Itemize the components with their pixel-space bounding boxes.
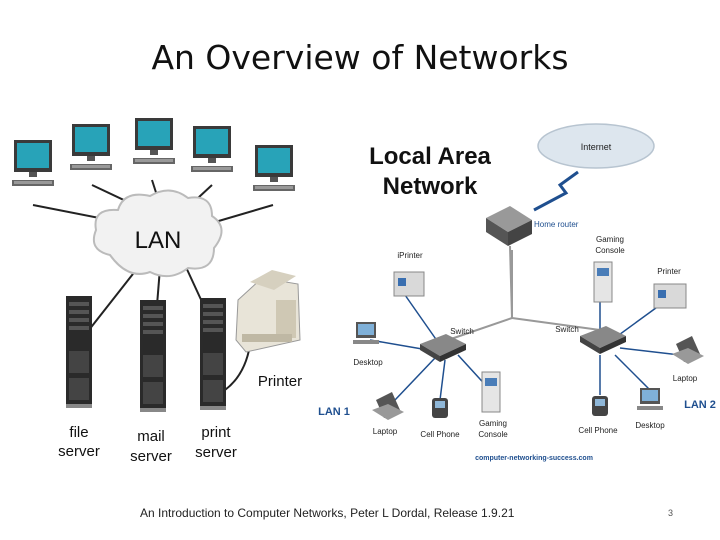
switch-right-label: Switch bbox=[555, 325, 579, 334]
lan2-label: LAN 2 bbox=[684, 399, 716, 411]
workstation-icon bbox=[70, 124, 112, 170]
gaming-console-bottom-label-1: Gaming bbox=[479, 419, 507, 428]
print-server-label-1: print bbox=[201, 424, 231, 441]
gaming-console-top-label-1: Gaming bbox=[596, 235, 624, 244]
laptop-right-icon bbox=[672, 336, 704, 364]
lan-links-right bbox=[447, 245, 601, 341]
gaming-console-bottom-icon bbox=[481, 371, 501, 413]
page-number: 3 bbox=[668, 508, 674, 518]
file-server-label-1: file bbox=[69, 424, 88, 441]
iprinter-label: iPrinter bbox=[397, 251, 423, 260]
mail-server-icon bbox=[140, 300, 166, 412]
right-lan-diagram: Local Area Network Internet Home router bbox=[318, 123, 716, 462]
internet-link bbox=[533, 170, 579, 212]
workstation-icon bbox=[191, 126, 233, 172]
gaming-console-bottom-label-2: Console bbox=[478, 430, 508, 439]
cellphone-right-icon bbox=[592, 396, 608, 416]
printer-right-icon bbox=[653, 283, 687, 309]
home-router-icon bbox=[486, 206, 532, 246]
desktop-left-icon bbox=[353, 322, 379, 344]
desktop-right-label: Desktop bbox=[635, 421, 665, 430]
iprinter-icon bbox=[393, 271, 425, 297]
home-router-label: Home router bbox=[534, 220, 579, 229]
printer-icon bbox=[235, 270, 301, 353]
page-title: An Overview of Networks bbox=[151, 38, 569, 77]
laptop-left-icon bbox=[372, 392, 404, 420]
footer-citation: An Introduction to Computer Networks, Pe… bbox=[140, 506, 515, 520]
gaming-console-top-icon bbox=[593, 261, 613, 303]
internet-label: Internet bbox=[581, 142, 612, 152]
print-server-label-2: server bbox=[195, 444, 237, 461]
cellphone-left-label: Cell Phone bbox=[420, 430, 460, 439]
printer-right-label: Printer bbox=[657, 267, 681, 276]
print-server-icon bbox=[200, 298, 226, 410]
lan1-label: LAN 1 bbox=[318, 406, 350, 418]
mail-server-label-2: server bbox=[130, 448, 172, 465]
lan-heading-line-2: Network bbox=[383, 173, 478, 200]
website-label: computer-networking-success.com bbox=[475, 455, 593, 462]
mail-server-label-1: mail bbox=[137, 428, 165, 445]
lan-heading-line-1: Local Area bbox=[369, 143, 491, 170]
laptop-right-label: Laptop bbox=[673, 374, 698, 383]
file-server-label-2: server bbox=[58, 443, 100, 460]
workstation-icon bbox=[133, 118, 175, 164]
gaming-console-top-label-2: Console bbox=[595, 246, 625, 255]
file-server-icon bbox=[66, 296, 92, 408]
workstation-icon bbox=[253, 145, 295, 191]
cellphone-left-icon bbox=[432, 398, 448, 418]
lan-cloud: LAN bbox=[92, 189, 223, 278]
printer-label: Printer bbox=[258, 373, 302, 390]
desktop-left-label: Desktop bbox=[353, 358, 383, 367]
lan-cloud-label: LAN bbox=[135, 227, 182, 254]
switch-left-label: Switch bbox=[450, 327, 474, 336]
laptop-left-label: Laptop bbox=[373, 427, 398, 436]
cellphone-right-label: Cell Phone bbox=[578, 426, 618, 435]
left-lan-diagram: LAN file server mail server print server… bbox=[12, 118, 302, 465]
internet-cloud: Internet bbox=[537, 123, 655, 169]
switch-right-icon bbox=[580, 326, 626, 354]
lan-links-devices bbox=[369, 294, 681, 401]
desktop-right-icon bbox=[637, 388, 663, 410]
workstation-icon bbox=[12, 140, 54, 186]
switch-left-icon bbox=[420, 334, 466, 362]
